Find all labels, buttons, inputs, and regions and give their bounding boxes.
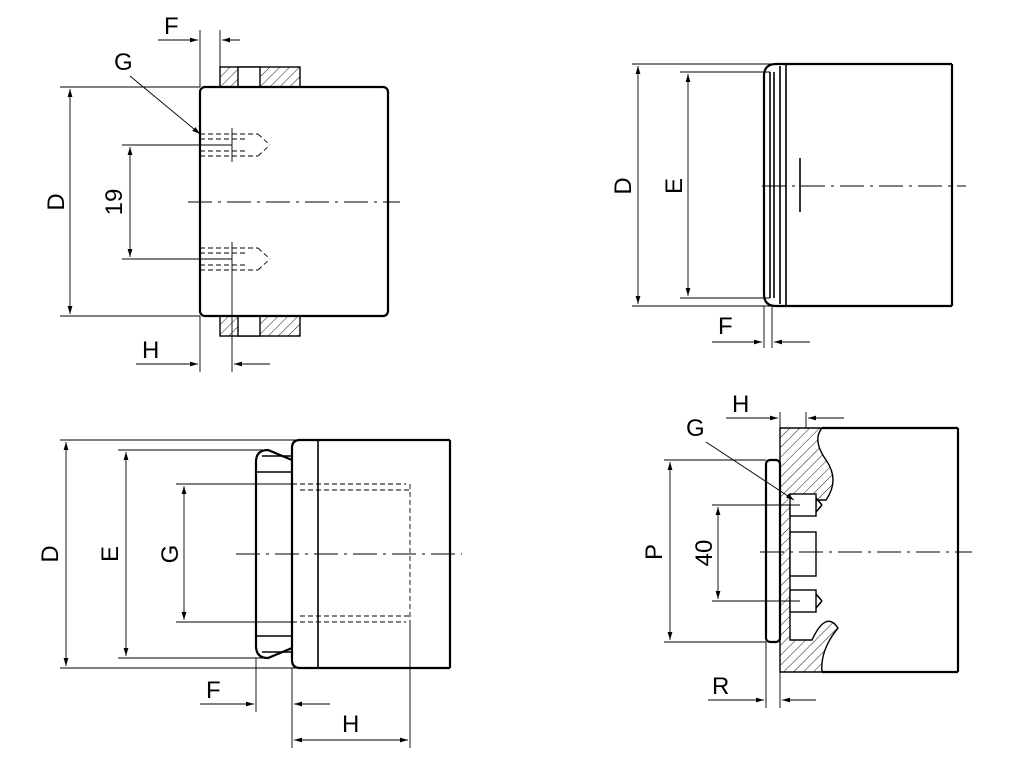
dim-e-label: E [97, 546, 124, 562]
dim-d-label: D [610, 177, 637, 194]
dim-d-label: D [43, 193, 70, 210]
dim-r-label: R [712, 673, 729, 700]
view-top-left: D 19 F G H [43, 13, 400, 372]
dim-h-label: H [142, 337, 159, 364]
bolt-tip-lower-b [815, 600, 823, 609]
leader-g-label: G [114, 49, 133, 76]
bolt-tip-lower-a [815, 593, 823, 602]
dim-h-label: H [732, 391, 749, 418]
bolt-tip-upper-a [815, 497, 823, 506]
shaft-body [198, 85, 390, 318]
dim-40-label: 40 [691, 540, 718, 567]
front-plate [764, 458, 782, 644]
dim-f-label: F [718, 313, 733, 340]
center-bore [789, 531, 817, 577]
dim-p-label: P [641, 544, 668, 560]
clamp-bottom-bolt [237, 315, 261, 337]
dim-19-label: 19 [101, 189, 128, 216]
clamp-top-bolt [237, 66, 261, 88]
threaded-hole-upper [200, 128, 271, 162]
view-bottom-right: H G P 40 R [641, 391, 972, 708]
dim-d-label: D [37, 545, 64, 562]
view-top-right: D E F [610, 62, 966, 348]
leader-g-line [129, 75, 201, 135]
view-bottom-left: D E G F H [37, 438, 462, 748]
bolt-tip-upper-b [815, 504, 823, 513]
dim-f-label: F [164, 13, 179, 40]
dim-h-label: H [342, 711, 359, 738]
threaded-hole-lower [200, 242, 271, 276]
leader-g-label: G [686, 415, 705, 442]
dim-e-label: E [661, 178, 688, 194]
flange-profile [762, 62, 786, 308]
dim-f-label: F [206, 677, 221, 704]
leader-g-line [705, 441, 795, 501]
dim-g-label: G [157, 545, 184, 564]
